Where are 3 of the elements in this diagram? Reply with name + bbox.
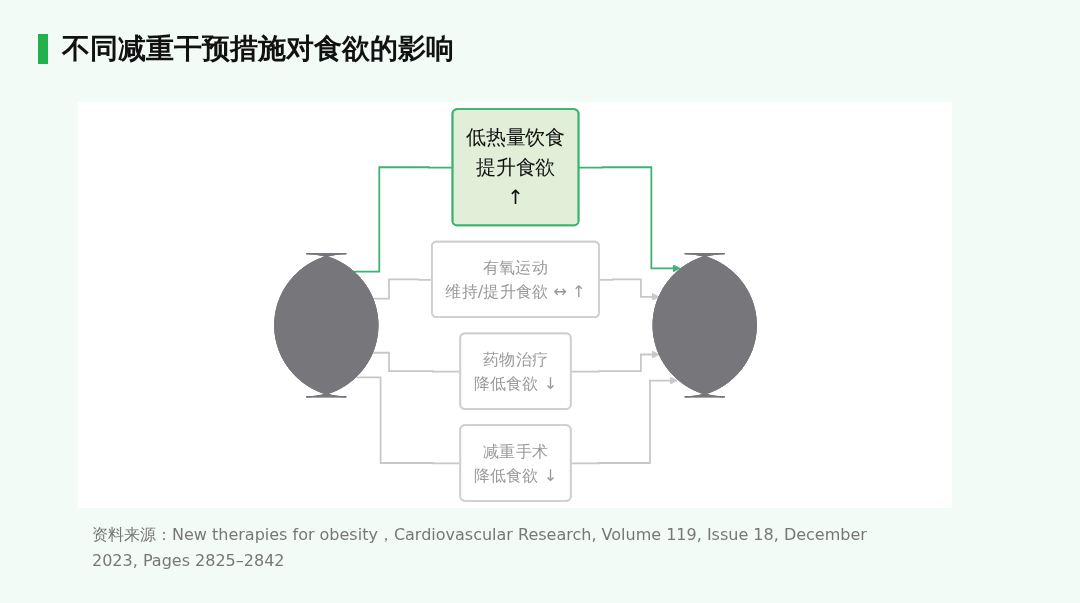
caption: 资料来源：New therapies for obesity，Cardiovascular Research, Volume 119, Issue 18, December 2023, Pages 2825–2842 <box>92 524 868 572</box>
title: 不同减重干预措施对食欲的影响 <box>38 34 454 64</box>
arrow <box>598 278 660 301</box>
